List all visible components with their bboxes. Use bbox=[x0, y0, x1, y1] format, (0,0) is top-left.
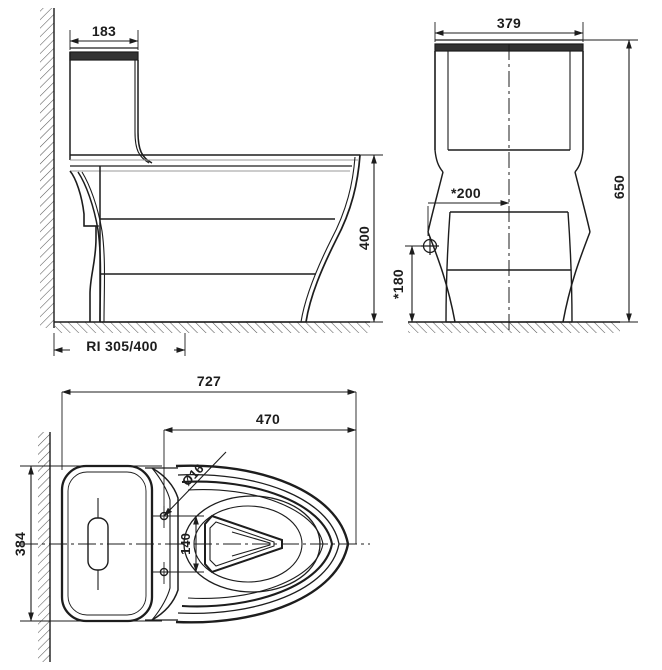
dimension-140-label: 140 bbox=[178, 533, 193, 555]
dimension-379: 379 bbox=[434, 15, 584, 42]
dimension-183-label: 183 bbox=[92, 23, 116, 39]
dimension-650: 650 bbox=[563, 39, 638, 323]
side-wall-hatch bbox=[40, 8, 55, 328]
dimension-200-label: *200 bbox=[451, 185, 481, 201]
water-inlet-symbol bbox=[421, 237, 439, 255]
plan-wall-hatch bbox=[38, 432, 51, 662]
dimension-650-label: 650 bbox=[611, 175, 627, 199]
dimension-379-label: 379 bbox=[497, 15, 521, 31]
dimension-400-label: 400 bbox=[356, 226, 372, 250]
dimension-180-label: *180 bbox=[390, 269, 406, 299]
dimension-727-label: 727 bbox=[197, 373, 221, 389]
side-cistern bbox=[69, 47, 153, 164]
side-elevation-view: 183 400 RI 305/400 bbox=[40, 8, 383, 356]
side-floor-hatch bbox=[54, 321, 370, 333]
dimension-727: 727 bbox=[61, 373, 357, 544]
dimension-rough-in: RI 305/400 bbox=[53, 333, 186, 356]
dimension-140: 140 bbox=[172, 515, 204, 573]
dimension-183: 183 bbox=[69, 23, 139, 50]
dimension-200: *200 bbox=[427, 185, 510, 236]
dimension-400: 400 bbox=[306, 154, 383, 323]
dimension-180: *180 bbox=[390, 245, 423, 323]
side-bowl-body bbox=[69, 154, 361, 323]
dimension-470: 470 bbox=[163, 411, 357, 514]
front-floor-hatch bbox=[408, 321, 620, 333]
dimension-rough-in-label: RI 305/400 bbox=[86, 338, 158, 354]
front-elevation-view: 379 650 *200 *180 bbox=[390, 15, 638, 333]
dimension-384-label: 384 bbox=[12, 532, 28, 556]
top-plan-view: Ø16 140 727 470 384 bbox=[12, 373, 370, 662]
dimension-384: 384 bbox=[12, 465, 162, 622]
dimension-470-label: 470 bbox=[256, 411, 280, 427]
